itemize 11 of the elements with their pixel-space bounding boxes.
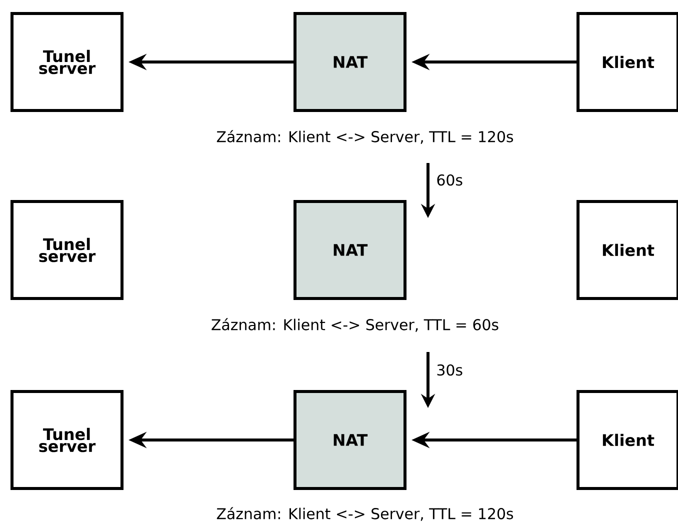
nat-box: NAT xyxy=(294,200,406,300)
host-box: Tunel server xyxy=(10,390,124,490)
time-label: 30s xyxy=(437,364,462,376)
nat-box: NAT xyxy=(294,12,406,112)
nat-box: NAT xyxy=(294,390,406,490)
host-box: Tunel server xyxy=(10,200,124,300)
host-box: Tunel server xyxy=(10,12,124,112)
host-box: Klient xyxy=(576,390,678,490)
host-box: Klient xyxy=(576,12,678,112)
time-label: 60s xyxy=(437,174,462,186)
host-box: Klient xyxy=(576,200,678,300)
